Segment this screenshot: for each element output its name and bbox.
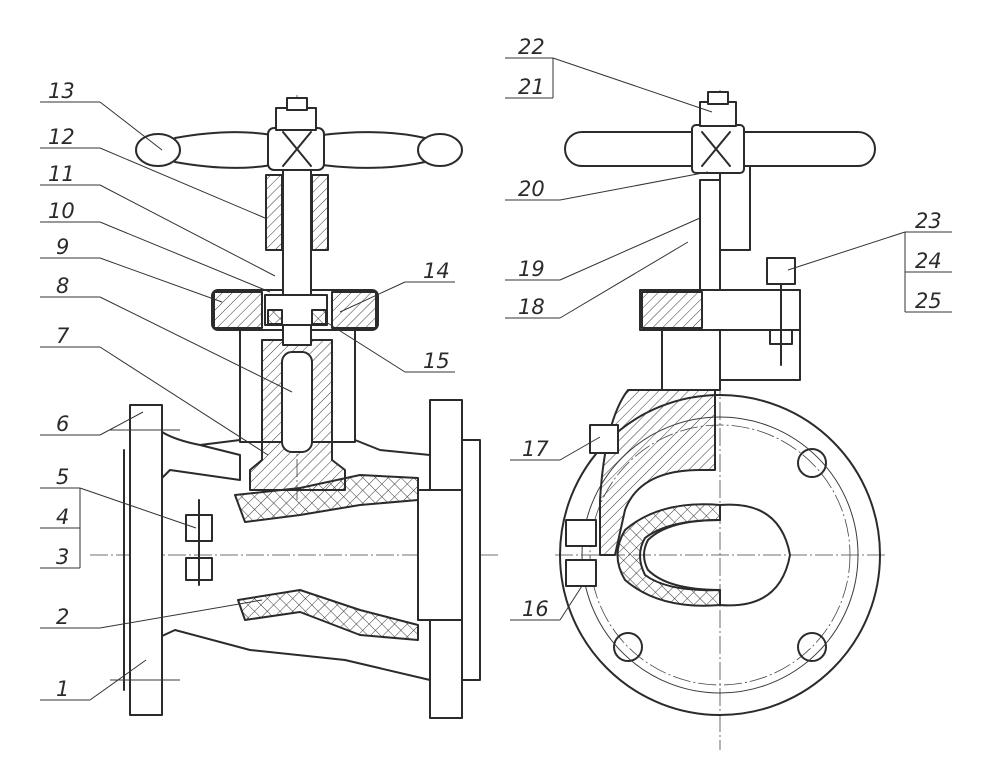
- packing-right: [311, 309, 327, 325]
- handwheel-nut: [275, 107, 317, 131]
- left-flange: [129, 404, 163, 716]
- callout-13: 13: [48, 79, 75, 103]
- packing: [267, 309, 283, 325]
- callout-4: 4: [56, 505, 69, 529]
- side-body-section: [599, 389, 716, 556]
- handwheel-spokes: [174, 131, 426, 169]
- side-stem-top: [707, 91, 729, 105]
- callout-21: 21: [518, 75, 545, 99]
- callout-12: 12: [48, 125, 75, 149]
- callout-6: 6: [56, 412, 69, 436]
- valve-body-shell: [161, 329, 431, 681]
- plug-17: [589, 424, 619, 454]
- side-view: [555, 90, 885, 750]
- side-flange-inner: [581, 416, 859, 694]
- side-bore-right: [719, 503, 791, 607]
- bolt-hole-1: [797, 448, 827, 478]
- handwheel-rim-right: [417, 133, 463, 167]
- callout-leaders: [40, 57, 952, 701]
- front-section-view: [90, 95, 500, 719]
- stem-bushing-left: [265, 174, 283, 251]
- stem-top: [286, 97, 308, 111]
- callout-19: 19: [518, 257, 545, 281]
- side-flange-outer: [559, 394, 881, 716]
- bolt-hole-2: [797, 632, 827, 662]
- callout-24: 24: [915, 249, 942, 273]
- callout-20: 20: [518, 177, 545, 201]
- callout-18: 18: [518, 295, 545, 319]
- callout-7: 7: [56, 324, 70, 348]
- callout-labels: 13 12 11 10 9 8 7 6 5 4 3 2 1 14 15 22 2…: [48, 35, 942, 701]
- side-bonnet-section: [641, 291, 703, 329]
- bonnet-flange-section-right: [331, 291, 377, 329]
- side-bolt-nut-top: [766, 257, 796, 285]
- right-flange-spigot: [461, 439, 481, 681]
- callout-16: 16: [522, 597, 549, 621]
- callout-17: 17: [522, 437, 549, 461]
- callout-15: 15: [423, 349, 450, 373]
- side-stem: [699, 179, 721, 291]
- side-handwheel-hub: [691, 124, 745, 174]
- bolt-circle: [589, 424, 851, 686]
- side-bore: [643, 519, 721, 591]
- callout-2: 2: [56, 605, 69, 629]
- callout-1: 1: [56, 677, 69, 701]
- handwheel-rim-left: [135, 133, 181, 167]
- callout-25: 25: [915, 289, 942, 313]
- callout-9: 9: [56, 235, 69, 259]
- callout-22: 22: [518, 35, 545, 59]
- bolt-16-top: [565, 519, 597, 547]
- bolt-16-bottom: [565, 559, 597, 587]
- side-bonnet-neck: [661, 329, 721, 391]
- callout-23: 23: [915, 209, 942, 233]
- callout-11: 11: [48, 162, 75, 186]
- stem-nut: [281, 351, 313, 453]
- bonnet-flange-section-left: [213, 291, 263, 329]
- right-pipe-bore: [417, 489, 463, 621]
- stem-bushing-right: [311, 174, 329, 251]
- body-liner-lower: [237, 589, 419, 641]
- callout-8: 8: [56, 274, 69, 298]
- callout-3: 3: [56, 545, 69, 569]
- callout-5: 5: [56, 465, 69, 489]
- side-handwheel-nut: [699, 101, 737, 127]
- callout-14: 14: [423, 259, 450, 283]
- callout-10: 10: [48, 199, 75, 223]
- bolt-hole-3: [613, 632, 643, 662]
